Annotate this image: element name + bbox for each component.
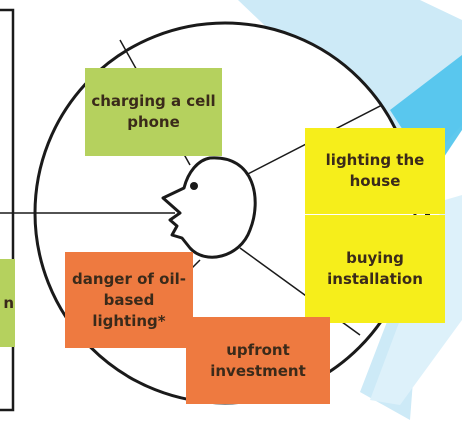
note-lighting-house: lighting the house: [305, 128, 445, 214]
note-oil-lighting-danger: danger of oil-based lighting*: [65, 252, 193, 348]
note-upfront-investment-text: upfront investment: [210, 340, 306, 380]
note-buying-installation: buying installation: [305, 215, 445, 323]
left-frame: [0, 8, 15, 412]
note-charging-phone: charging a cell phone: [85, 68, 222, 156]
note-upfront-investment: upfront investment: [186, 317, 330, 404]
note-charging-phone-text: charging a cell phone: [91, 92, 216, 131]
face-profile-icon: [161, 156, 257, 259]
note-buying-installation-text: buying installation: [327, 249, 423, 288]
note-oil-lighting-danger-text: danger of oil-based lighting*: [72, 269, 186, 330]
note-lighting-house-text: lighting the house: [325, 151, 425, 190]
note-partial-left-text: n: [3, 293, 14, 312]
note-partial-left: n: [0, 259, 15, 347]
